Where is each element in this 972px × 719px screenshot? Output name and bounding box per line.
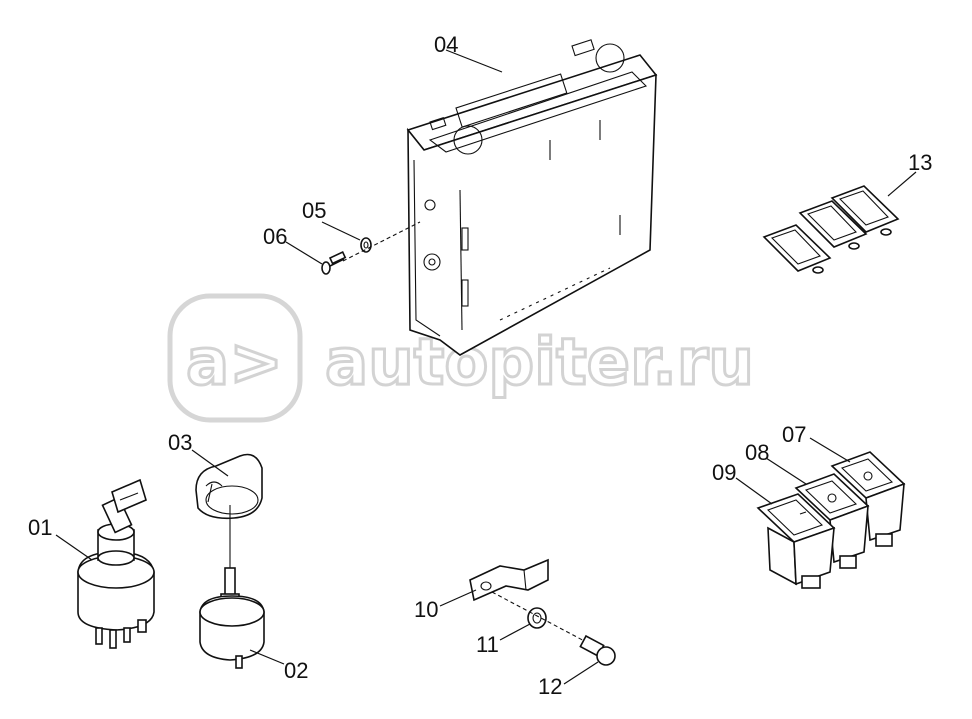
part-09-rocker-switch [756,493,836,589]
watermark-logo: a> [186,326,283,400]
part-07-rocker-switch [830,451,906,547]
part-12-bolt [579,634,616,666]
callout-labels: 01 02 03 04 05 06 07 08 09 10 11 12 13 [28,32,932,699]
callout-09: 09 [712,460,736,485]
callout-10: 10 [414,597,438,622]
callout-11: 11 [476,632,499,657]
axis-line-radio-screw [342,221,421,262]
part-04-radio-unit [406,39,658,356]
callout-13: 13 [908,150,932,175]
part-02-potentiometer [199,567,265,669]
watermark-logo-frame [167,293,303,423]
callout-08: 08 [745,440,769,465]
part-01-ignition-switch [77,478,155,649]
watermark: a> autopiter.ru [167,293,755,423]
part-05-washer [360,237,372,253]
part-03-knob [195,453,263,520]
callout-07: 07 [782,422,806,447]
callout-02: 02 [284,658,308,683]
part-11-washer [527,607,547,629]
callout-06: 06 [263,224,287,249]
part-13-switch-covers [762,185,900,274]
axis-line-bracket-bolt [491,591,591,645]
callout-01: 01 [28,515,52,540]
watermark-text: autopiter.ru [325,326,754,400]
callout-05: 05 [302,198,326,223]
callout-04: 04 [434,32,458,57]
part-10-bracket [469,558,549,602]
callout-03: 03 [168,430,192,455]
leader-lines [55,49,917,685]
part-06-screw [321,251,347,275]
callout-12: 12 [538,674,562,699]
